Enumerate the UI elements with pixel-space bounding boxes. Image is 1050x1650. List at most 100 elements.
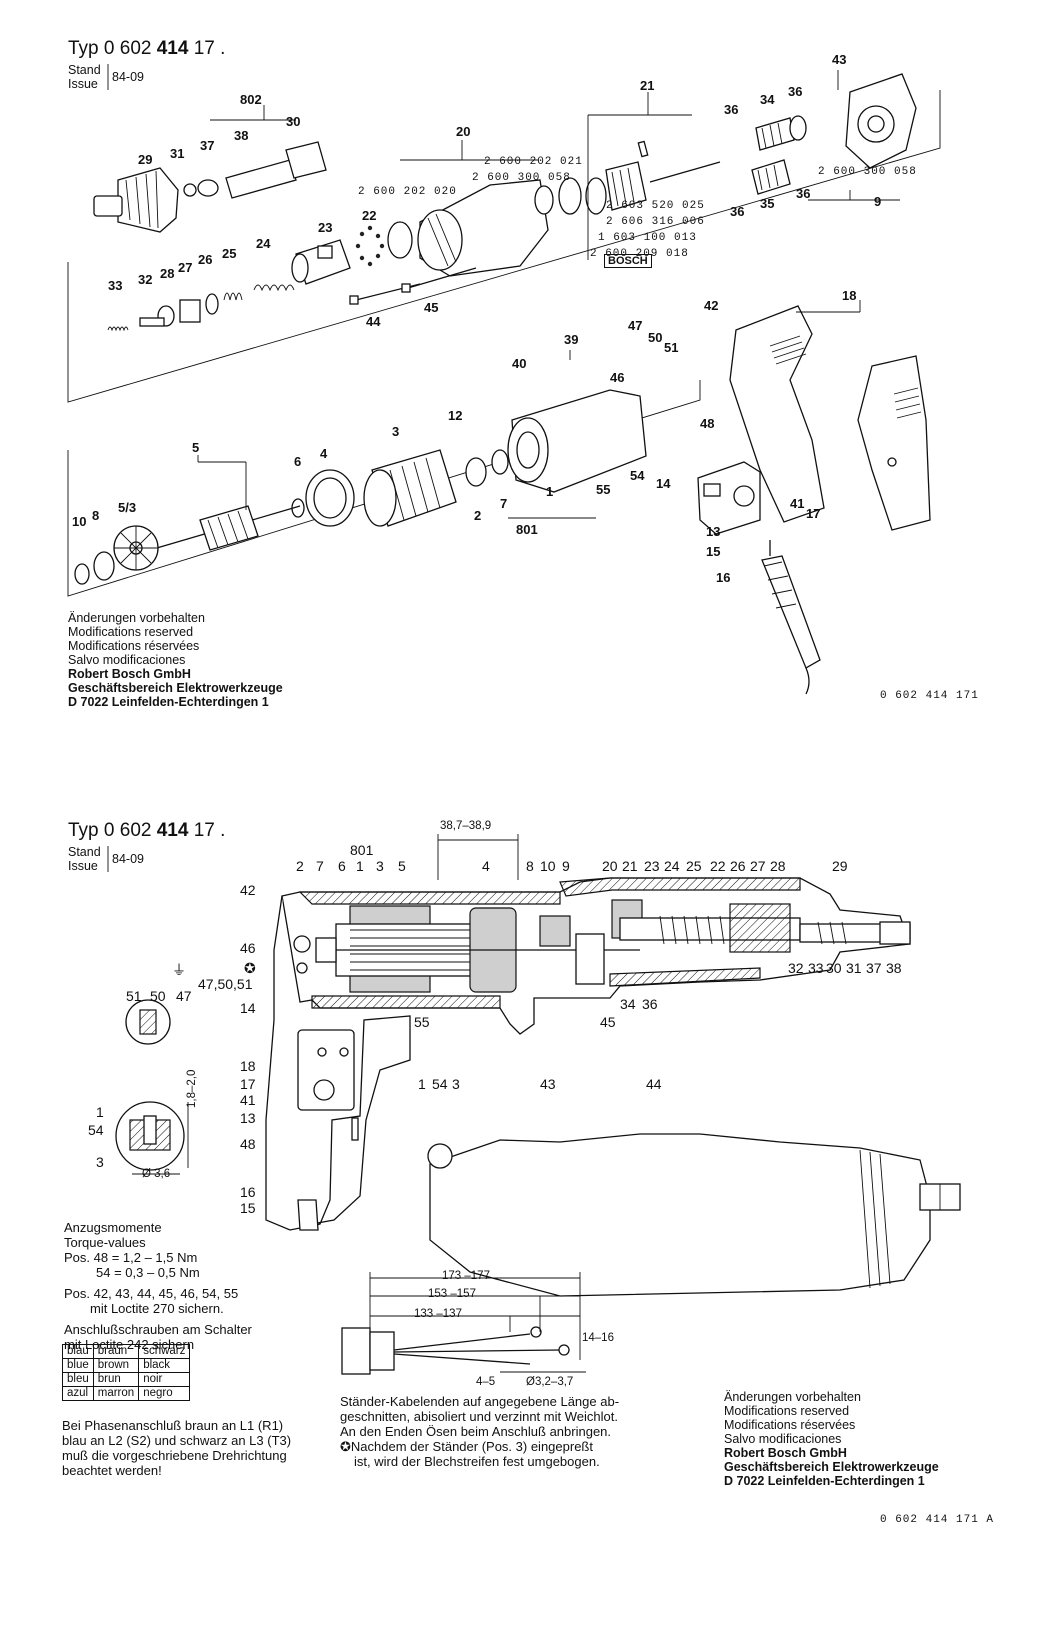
dim-173: 173 –177 bbox=[442, 1270, 490, 1282]
gear-train-section bbox=[539, 899, 911, 985]
label-26: 26 bbox=[198, 252, 213, 267]
code-2600202020: 2 600 202 020 bbox=[358, 186, 457, 198]
issue-date: 84-09 bbox=[112, 70, 144, 84]
label-23: 23 bbox=[318, 220, 333, 235]
label-27: 27 bbox=[178, 260, 193, 275]
s2-label-33: 33 bbox=[808, 960, 824, 976]
motor-housing bbox=[507, 389, 647, 493]
cover-sleeve bbox=[427, 1133, 961, 1297]
label-10: 10 bbox=[72, 514, 87, 529]
phase-note: Bei Phasenanschluß braun an L1 (R1) blau… bbox=[62, 1418, 292, 1478]
code-1603100013: 1 603 100 013 bbox=[598, 232, 697, 244]
gear-35 bbox=[751, 159, 791, 195]
planet-carrier bbox=[585, 140, 721, 215]
s2-label-47-50-51: 47,50,51 bbox=[198, 976, 253, 992]
label-15: 15 bbox=[706, 544, 721, 559]
s2-label-26: 26 bbox=[730, 858, 746, 874]
label-51: 51 bbox=[664, 340, 679, 355]
s2-label-31: 31 bbox=[846, 960, 862, 976]
dim-3-6: Ø 3,6 bbox=[142, 1168, 171, 1180]
s2-label-54: 54 bbox=[88, 1122, 104, 1138]
stator bbox=[363, 449, 457, 527]
footer-line2: Modifications reserved bbox=[68, 625, 194, 639]
sheet2-doc-number: 0 602 414 171 A bbox=[880, 1514, 995, 1526]
label-37: 37 bbox=[200, 138, 215, 153]
label-4: 4 bbox=[320, 446, 328, 461]
s2-label-14: 14 bbox=[240, 1000, 256, 1016]
sectional-view-sheet: Typ 0 602 414 17 . Stand Issue 84-09 bbox=[0, 820, 1050, 1650]
label-7: 7 bbox=[500, 496, 508, 511]
footer-line4: Salvo modificaciones bbox=[68, 653, 186, 667]
label-39: 39 bbox=[564, 332, 579, 347]
dim-133: 133 –137 bbox=[414, 1308, 462, 1320]
issue-label-2: Issue bbox=[68, 859, 98, 873]
s2-label-41: 41 bbox=[240, 1092, 256, 1108]
label-12: 12 bbox=[448, 408, 463, 423]
s2-label-4: 4 bbox=[482, 858, 490, 874]
s2-label-21: 21 bbox=[622, 858, 638, 874]
footer-line1: Änderungen vorbehalten bbox=[68, 611, 205, 625]
s2-label-32: 32 bbox=[788, 960, 804, 976]
s2-label-55: 55 bbox=[414, 1014, 430, 1030]
s2-label-3b: 3 bbox=[96, 1154, 104, 1170]
s2-label-5: 5 bbox=[398, 858, 406, 874]
label-25: 25 bbox=[222, 246, 237, 261]
loctite-270-parts: Pos. 42, 43, 44, 45, 46, 54, 55 bbox=[64, 1286, 239, 1301]
s2-label-801: 801 bbox=[350, 842, 374, 858]
label-54: 54 bbox=[630, 468, 645, 483]
label-5-3: 5/3 bbox=[118, 500, 137, 515]
label-31: 31 bbox=[170, 146, 185, 161]
issue-label: Issue bbox=[68, 77, 98, 91]
ball-race bbox=[355, 225, 385, 267]
issue-date-2: 84-09 bbox=[112, 852, 144, 866]
sheet1-title: Typ 0 602 414 17 . bbox=[68, 38, 226, 59]
bearing-cover bbox=[845, 73, 917, 169]
s2-label-28: 28 bbox=[770, 858, 786, 874]
label-1: 1 bbox=[546, 484, 554, 499]
s2-label-45: 45 bbox=[600, 1014, 616, 1030]
fan-wheel bbox=[113, 525, 159, 571]
label-38: 38 bbox=[234, 128, 249, 143]
stand-label: Stand bbox=[68, 63, 101, 77]
section-frame-upper bbox=[67, 90, 941, 403]
screws-44-45 bbox=[349, 267, 477, 305]
drill-chuck bbox=[93, 167, 179, 233]
s2-label-16: 16 bbox=[240, 1184, 256, 1200]
code-2600202021: 2 600 202 021 bbox=[484, 156, 583, 168]
s2-label-43: 43 bbox=[540, 1076, 556, 1092]
label-13: 13 bbox=[706, 524, 721, 539]
ground-icon: ⏚ bbox=[172, 962, 186, 978]
s2-label-6: 6 bbox=[338, 858, 346, 874]
s2-label-29: 29 bbox=[832, 858, 848, 874]
label-17: 17 bbox=[806, 506, 821, 521]
label-48: 48 bbox=[700, 416, 715, 431]
gear-housing bbox=[387, 177, 582, 277]
dim-38: 38,7–38,9 bbox=[440, 820, 492, 832]
footer-division: Geschäftsbereich Elektrowerkzeuge bbox=[68, 681, 283, 695]
label-42: 42 bbox=[704, 298, 719, 313]
label-2: 2 bbox=[474, 508, 482, 523]
handle-section bbox=[265, 895, 411, 1231]
s2-label-37: 37 bbox=[866, 960, 882, 976]
s2-label-9: 9 bbox=[562, 858, 570, 874]
code-2600209018: 2 600 209 018 bbox=[590, 248, 689, 260]
s2-label-22: 22 bbox=[710, 858, 726, 874]
dim-diameter: Ø3,2–3,7 bbox=[526, 1376, 574, 1388]
sheet1-doc-number: 0 602 414 171 bbox=[880, 690, 979, 702]
label-36c: 36 bbox=[730, 204, 745, 219]
s2-label-27: 27 bbox=[750, 858, 766, 874]
label-33: 33 bbox=[108, 278, 123, 293]
dim-153: 153 –157 bbox=[428, 1288, 476, 1300]
armature bbox=[149, 505, 301, 551]
handle-shell-left bbox=[729, 305, 825, 523]
s2-label-25: 25 bbox=[686, 858, 702, 874]
label-14: 14 bbox=[656, 476, 671, 491]
stand-label-2: Stand bbox=[68, 845, 101, 859]
spindle bbox=[183, 141, 327, 199]
footer-address: D 7022 Leinfelden-Echterdingen 1 bbox=[68, 695, 269, 709]
handle-shell-right bbox=[857, 355, 931, 531]
earth-symbol: ✪ bbox=[244, 960, 256, 976]
label-30: 30 bbox=[286, 114, 301, 129]
